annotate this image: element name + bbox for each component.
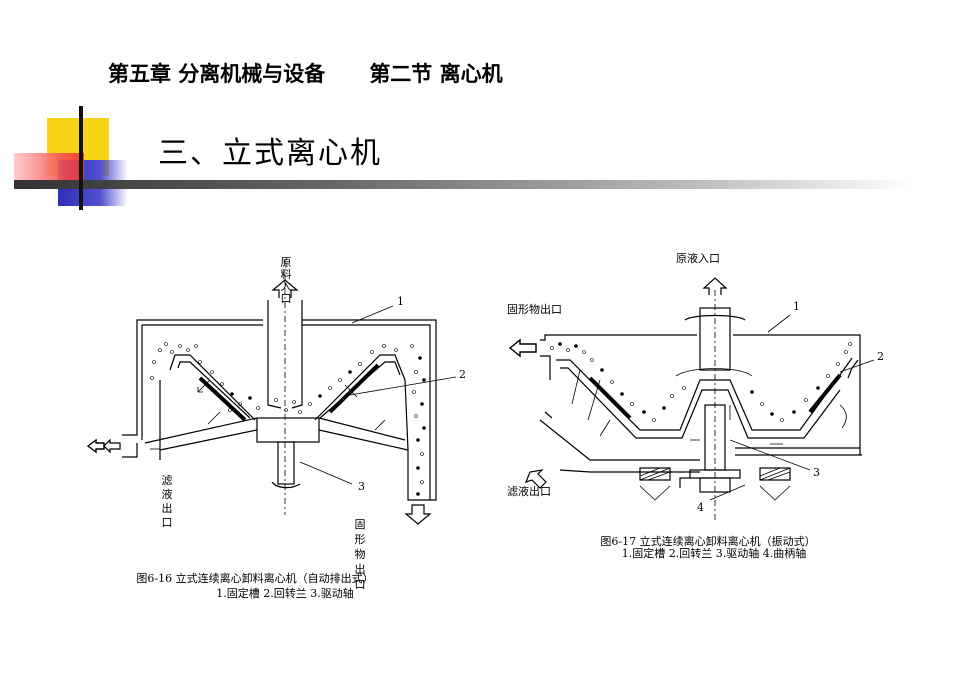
fig16-parts: 1.固定槽 2.回转兰 3.驱动轴: [216, 586, 353, 600]
fig16-feed-char-4: 口: [281, 292, 292, 305]
fig16-filtrate-char-4: 口: [162, 516, 173, 529]
page-title: 三、立式离心机: [158, 136, 382, 171]
chapter-title: 第五章 分离机械与设备: [108, 62, 326, 86]
fig17-num-3: 3: [813, 466, 820, 479]
fig16-feed-char-3: 入: [281, 280, 292, 293]
fig16-num-3: 3: [358, 480, 365, 493]
fig16-solid-char-5: 口: [355, 578, 366, 591]
fig17-num-2: 2: [877, 350, 884, 363]
fig16-solid-char-1: 固: [355, 518, 366, 531]
fig16-caption: 图6-16 立式连续离心卸料离心机（自动排出式）: [136, 571, 373, 585]
title-vertical-bar: [79, 106, 83, 210]
fig16-solid-char-2: 形: [355, 533, 366, 546]
fig16-filtrate-char-3: 出: [162, 501, 173, 515]
fig17-solid-label: 固形物出口: [507, 302, 562, 316]
fig17-caption: 图6-17 立式连续离心卸料离心机（振动式）: [600, 534, 815, 548]
chapter-header: 第五章 分离机械与设备 第二节 离心机: [108, 58, 503, 88]
title-underline: [14, 180, 914, 189]
fig17-diagram: [508, 277, 875, 520]
section-title: 第二节 离心机: [369, 62, 503, 86]
fig16-solid-char-3: 物: [355, 547, 366, 561]
fig16-num-2: 2: [459, 368, 466, 381]
fig17-filtrate-label: 滤液出口: [507, 484, 551, 498]
fig16-diagram: [86, 260, 457, 525]
fig16-feed-char-2: 料: [281, 267, 292, 281]
fig16-filtrate-char-2: 液: [162, 487, 173, 501]
fig17-parts: 1.固定槽 2.回转兰 3.驱动轴 4.曲柄轴: [622, 546, 806, 560]
fig16-num-1: 1: [397, 295, 404, 308]
fig16-feed-char-1: 原: [281, 256, 292, 269]
fig17-particles: [550, 342, 852, 422]
fig17-feed-label: 原液入口: [676, 251, 720, 265]
fig16-particles: [150, 342, 426, 496]
fig16-filtrate-char-1: 滤: [162, 474, 173, 487]
fig16-solid-char-4: 出: [355, 562, 366, 576]
fig17-num-4: 4: [697, 501, 704, 514]
fig17-num-1: 1: [793, 300, 800, 313]
